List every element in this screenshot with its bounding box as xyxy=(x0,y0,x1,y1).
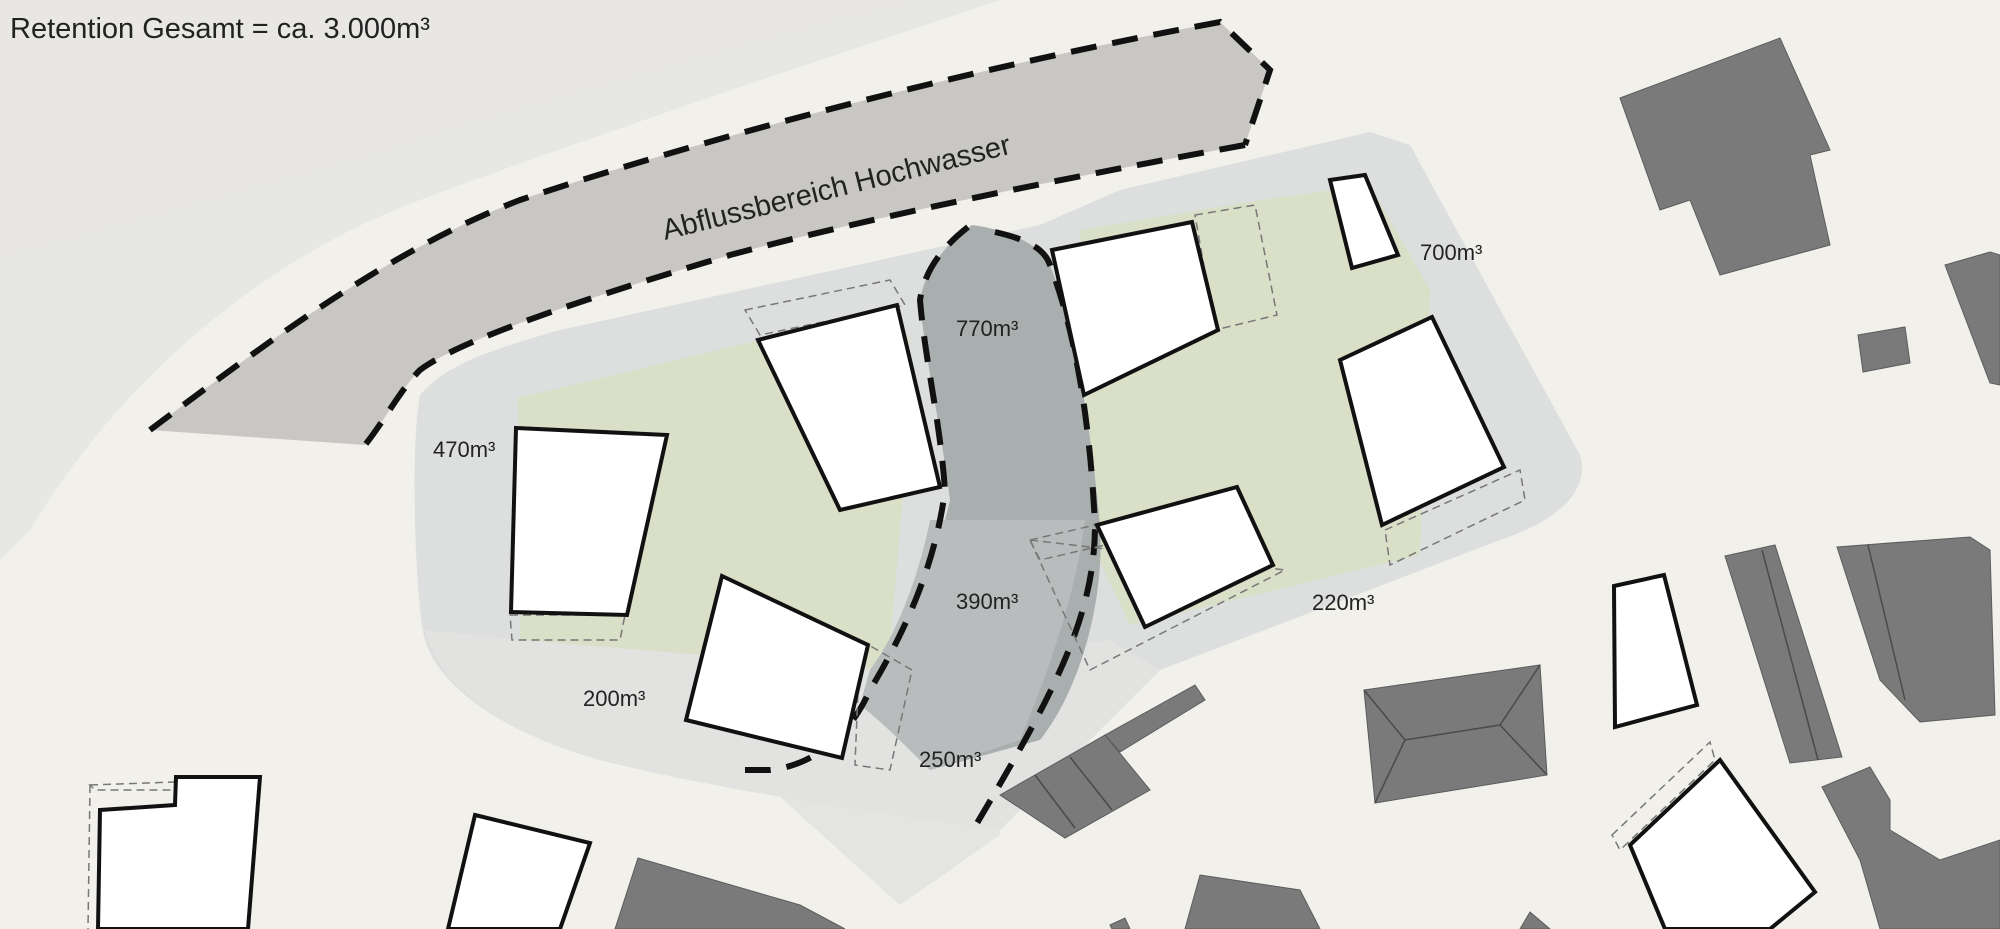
existing-building-13 xyxy=(1109,917,1131,929)
existing-building-7 xyxy=(1821,766,2000,929)
existing-buildings xyxy=(614,37,2000,929)
new-building-11 xyxy=(445,812,593,929)
zone-label-470: 470m³ xyxy=(433,437,495,462)
zone-label-770: 770m³ xyxy=(956,316,1018,341)
plot-outline-a xyxy=(743,279,907,336)
zone-label-200: 200m³ xyxy=(583,686,645,711)
roof-line-7 xyxy=(1069,756,1113,811)
new-building-1 xyxy=(755,302,943,513)
plot-outline-i xyxy=(87,784,91,929)
plot-outline-d xyxy=(1028,539,1288,672)
zone-label-390: 390m³ xyxy=(956,589,1018,614)
new-building-5 xyxy=(1094,484,1276,630)
plot-outlines xyxy=(87,204,1716,929)
existing-building-4 xyxy=(1724,544,1843,764)
existing-building-12 xyxy=(1519,911,1551,929)
diagram-title: Retention Gesamt = ca. 3.000m³ xyxy=(10,13,430,45)
roof-line-5 xyxy=(1867,544,1906,701)
flow-band-lower-edge xyxy=(362,142,1246,447)
new-building-8 xyxy=(1611,572,1700,730)
flow-band xyxy=(150,22,1270,445)
existing-building-2 xyxy=(1944,251,2000,386)
channel-west-edge xyxy=(745,224,970,773)
existing-building-11 xyxy=(1184,874,1321,929)
zone-label-220: 220m³ xyxy=(1312,590,1374,615)
new-building-6 xyxy=(508,425,670,618)
existing-building-10 xyxy=(614,857,846,929)
new-building-4 xyxy=(1337,314,1507,528)
roof-lines xyxy=(1034,544,1906,829)
new-building-2 xyxy=(1049,219,1221,398)
zone-label-250: 250m³ xyxy=(919,747,981,772)
central-channel-lower xyxy=(860,520,1085,770)
new-building-10 xyxy=(95,775,263,929)
new-building-9 xyxy=(1627,756,1818,929)
zone-label-700: 700m³ xyxy=(1420,240,1482,265)
plot-outline-f xyxy=(1384,468,1526,567)
new-building-7 xyxy=(683,573,871,761)
existing-building-3 xyxy=(1857,326,1911,373)
flow-band-upper-edge xyxy=(148,18,1274,433)
roof-line-1 xyxy=(1363,664,1541,741)
new-buildings xyxy=(95,172,1818,929)
upper-terrain-band xyxy=(0,0,930,260)
plot-outline-e xyxy=(854,638,913,771)
existing-building-1 xyxy=(1619,37,1831,276)
roof-line-6 xyxy=(1034,774,1076,829)
roof-line-2 xyxy=(1374,739,1406,804)
roof-line-4 xyxy=(1761,549,1819,761)
existing-building-8 xyxy=(999,734,1151,839)
lower-terrain-band xyxy=(0,0,1000,560)
plot-outline-j xyxy=(1611,740,1716,852)
roof-line-3 xyxy=(1499,724,1548,776)
new-building-3 xyxy=(1327,172,1401,271)
existing-building-9 xyxy=(1104,684,1206,753)
channel-east-edge xyxy=(967,229,1099,837)
